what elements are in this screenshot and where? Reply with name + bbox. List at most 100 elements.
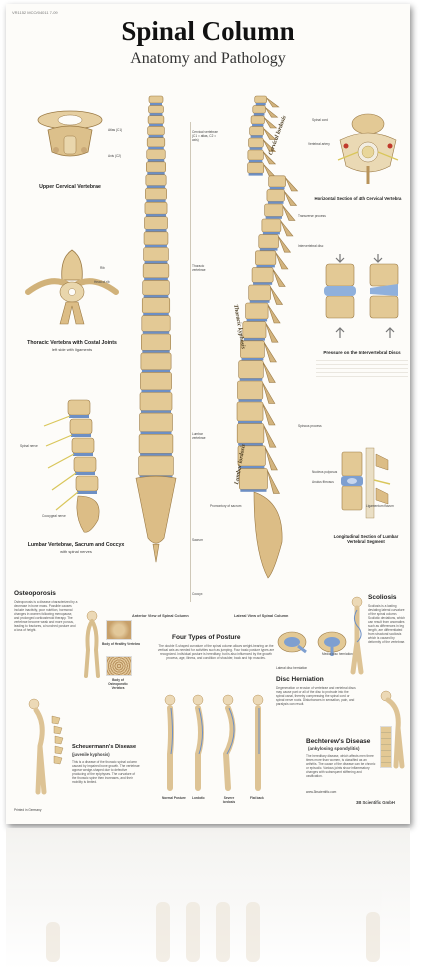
disc-lateral (238, 421, 263, 424)
ligament-flavum-label: Ligamentum flavum (366, 504, 394, 508)
printed-label: Printed in Germany (14, 808, 42, 812)
disc-anterior (141, 369, 171, 373)
disc-lateral (262, 232, 280, 235)
vertebra-lateral (250, 115, 265, 125)
spinous-process-lateral (267, 304, 281, 324)
disc-pressure-illustration (324, 254, 399, 338)
disc-lateral (239, 378, 263, 381)
spinous-process-lateral (262, 403, 276, 426)
vertebra-anterior (139, 412, 173, 432)
vertebra-lateral (248, 137, 264, 148)
vertebra-lateral (268, 175, 286, 188)
disc-anterior (145, 244, 167, 248)
vertebra-anterior (145, 187, 167, 200)
healthy-vertebra-label: Body of Healthy Vertebra (102, 642, 140, 646)
disc-anterior (142, 350, 170, 353)
coccyx-anterior (152, 543, 160, 563)
disc-anterior (144, 277, 168, 281)
publisher-name: 3B Scientific GmbH (356, 800, 395, 805)
disc-herniation-title: Disc Herniation (276, 676, 324, 683)
disc-lateral (243, 338, 266, 341)
vertebra-lateral (238, 360, 264, 379)
spinous-process-lateral (285, 177, 299, 192)
sacrum-lateral (253, 491, 283, 579)
posture-text: The double S-shaped curvature of the spi… (157, 644, 275, 660)
disc-anterior (150, 103, 162, 106)
disc-anterior (148, 146, 164, 150)
disc-anterior (148, 135, 164, 138)
bechterew-spine-image (380, 726, 392, 768)
disc-anterior (144, 261, 168, 264)
posture-figures (164, 694, 264, 791)
spinous-process-lateral (265, 323, 279, 343)
disc-lateral (238, 399, 262, 402)
disc-lateral (249, 147, 263, 150)
disc-lateral (241, 358, 264, 361)
disc-anterior (142, 331, 170, 334)
rib-label: Rib (100, 266, 105, 270)
vertebra-anterior (141, 333, 171, 351)
spinous-process-lateral (266, 97, 280, 108)
spinous-process-lateral (270, 286, 284, 305)
vertebra-lateral (245, 302, 269, 320)
spinous-process-lateral (282, 205, 296, 221)
disc-herniation-figures (277, 631, 347, 656)
disc-lateral (248, 160, 263, 163)
spinous-process-lateral (267, 470, 280, 494)
upper-cervical-illustration (37, 110, 103, 157)
bechterew-figure (380, 690, 405, 769)
disc-anterior (141, 389, 171, 393)
posture-flat-label: Flat back (250, 796, 264, 800)
disc-anterior (140, 453, 172, 456)
transverse-process-label: Transverse process (298, 214, 326, 218)
disc-anterior (143, 313, 169, 316)
scoliosis-figure (350, 596, 364, 675)
vertebra-lateral (255, 250, 277, 266)
disc-lateral (252, 124, 264, 127)
scoliosis-text: Scoliosis is a lasting deviating lateral… (368, 604, 406, 644)
disc-lateral (259, 248, 278, 251)
vertebra-anterior (146, 149, 166, 160)
posture-normal-label: Normal Posture (162, 796, 186, 800)
lumbar-sacrum-subcaption: with spinal nerves (60, 549, 92, 554)
osteoporosis-text: Osteoporosis is a disease characterized … (14, 600, 78, 632)
disc-lateral (238, 466, 265, 469)
horizontal-section-illustration (337, 113, 399, 184)
vertebra-lateral (258, 234, 279, 249)
cervical-region-label: Cervical vertebrae (C1 = atlas, C2 = axi… (192, 130, 218, 142)
vertebra-lateral (252, 105, 266, 114)
vertebra-anterior (147, 115, 165, 125)
disc-pressure-caption: Pressure on the Intervertebral Discs (323, 350, 401, 355)
vertebra-lateral (247, 162, 265, 174)
publisher-url: www.3bscientific.com (306, 790, 337, 794)
axis-label: Axis (C2) (108, 154, 122, 158)
spinous-process-lateral (264, 342, 277, 363)
vertebra-anterior (145, 174, 167, 186)
scheuermann-subtitle: (juvenile kyphosis) (72, 752, 110, 757)
spinous-process-lateral (263, 425, 277, 448)
disc-lateral (265, 216, 282, 219)
disc-anterior (146, 185, 166, 188)
posture-severe-label: Severe lordosis (222, 796, 236, 804)
disc-lateral (253, 113, 265, 116)
spinous-process-lateral (272, 269, 286, 287)
vertebra-lateral (251, 267, 274, 283)
disc-lateral (255, 103, 266, 106)
osteoporosis-figure (84, 610, 100, 678)
anterior-spine-illustration (135, 95, 177, 563)
bechterew-text: The hereditary disease, which affects me… (306, 754, 376, 778)
disc-lateral (246, 319, 268, 322)
spinal-cord-label: Spinal cord (312, 118, 328, 122)
atlas-label: Atlas (C1) (108, 128, 123, 132)
disc-lateral (248, 173, 263, 176)
vertebra-lateral (248, 284, 271, 301)
nucleus-label: Nucleus pulposus (312, 470, 338, 474)
spinous-process-lateral (284, 191, 298, 206)
disc-anterior (141, 410, 171, 413)
osteoporosis-title: Osteoporosis (14, 590, 56, 597)
vertebra-lateral (261, 218, 282, 233)
disc-herniation-text: Degeneration or erosion of vertebrae and… (276, 686, 356, 706)
vertebra-anterior (140, 372, 172, 391)
disc-lateral (238, 443, 263, 446)
poster-code: VR1152 MCO/04011 7-09 (12, 10, 58, 15)
